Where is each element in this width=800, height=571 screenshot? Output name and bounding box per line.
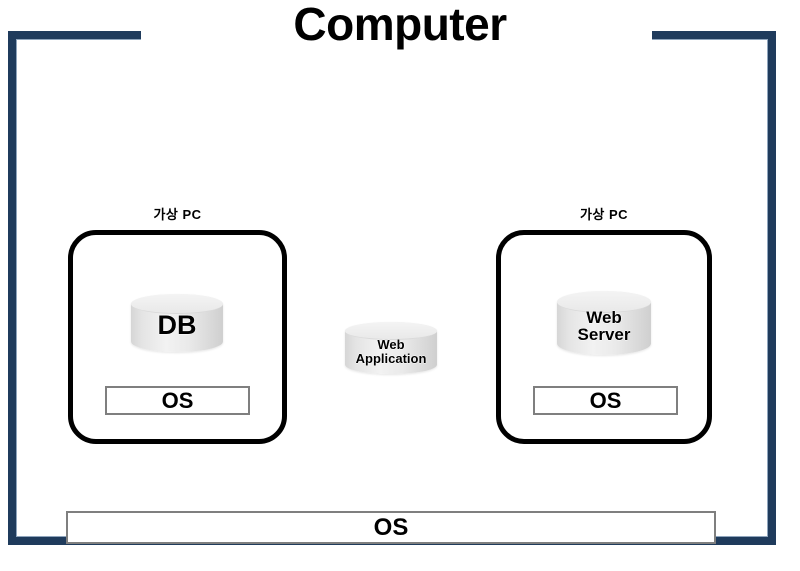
frame-top-right-segment: [652, 31, 776, 39]
cylinder-top-ellipse: [131, 294, 223, 314]
virtual-pc-left-label: 가상 PC: [153, 207, 202, 222]
frame-inner-hairline-top-left: [16, 39, 141, 40]
web-application-cylinder: Web Application: [345, 322, 437, 374]
web-application-cylinder-label: Web Application: [356, 338, 427, 365]
cylinder-top-ellipse: [557, 291, 651, 313]
virtual-pc-right-label: 가상 PC: [579, 207, 629, 222]
host-os-bar: OS: [66, 511, 716, 544]
frame-inner-hairline-right: [767, 39, 768, 537]
web-server-cylinder: Web Server: [557, 291, 651, 355]
web-application-label-line1: Web: [377, 337, 405, 353]
frame-top-left-segment: [8, 31, 141, 39]
guest-os-left: OS: [105, 386, 250, 415]
computer-title: Computer: [293, 0, 507, 50]
database-cylinder-label: DB: [157, 310, 197, 341]
web-application-label-line2: Application: [355, 350, 427, 366]
guest-os-right: OS: [533, 386, 678, 415]
web-server-cylinder-label: Web Server: [577, 307, 631, 344]
frame-left-segment: [8, 31, 16, 545]
web-server-label-line2: Server: [577, 325, 631, 344]
database-cylinder: DB: [131, 294, 223, 352]
frame-inner-hairline-left: [16, 39, 17, 537]
frame-right-segment: [768, 31, 776, 545]
cylinder-top-ellipse: [345, 322, 437, 340]
frame-inner-hairline-top-right: [652, 39, 768, 40]
web-server-label-line1: Web: [586, 307, 622, 327]
